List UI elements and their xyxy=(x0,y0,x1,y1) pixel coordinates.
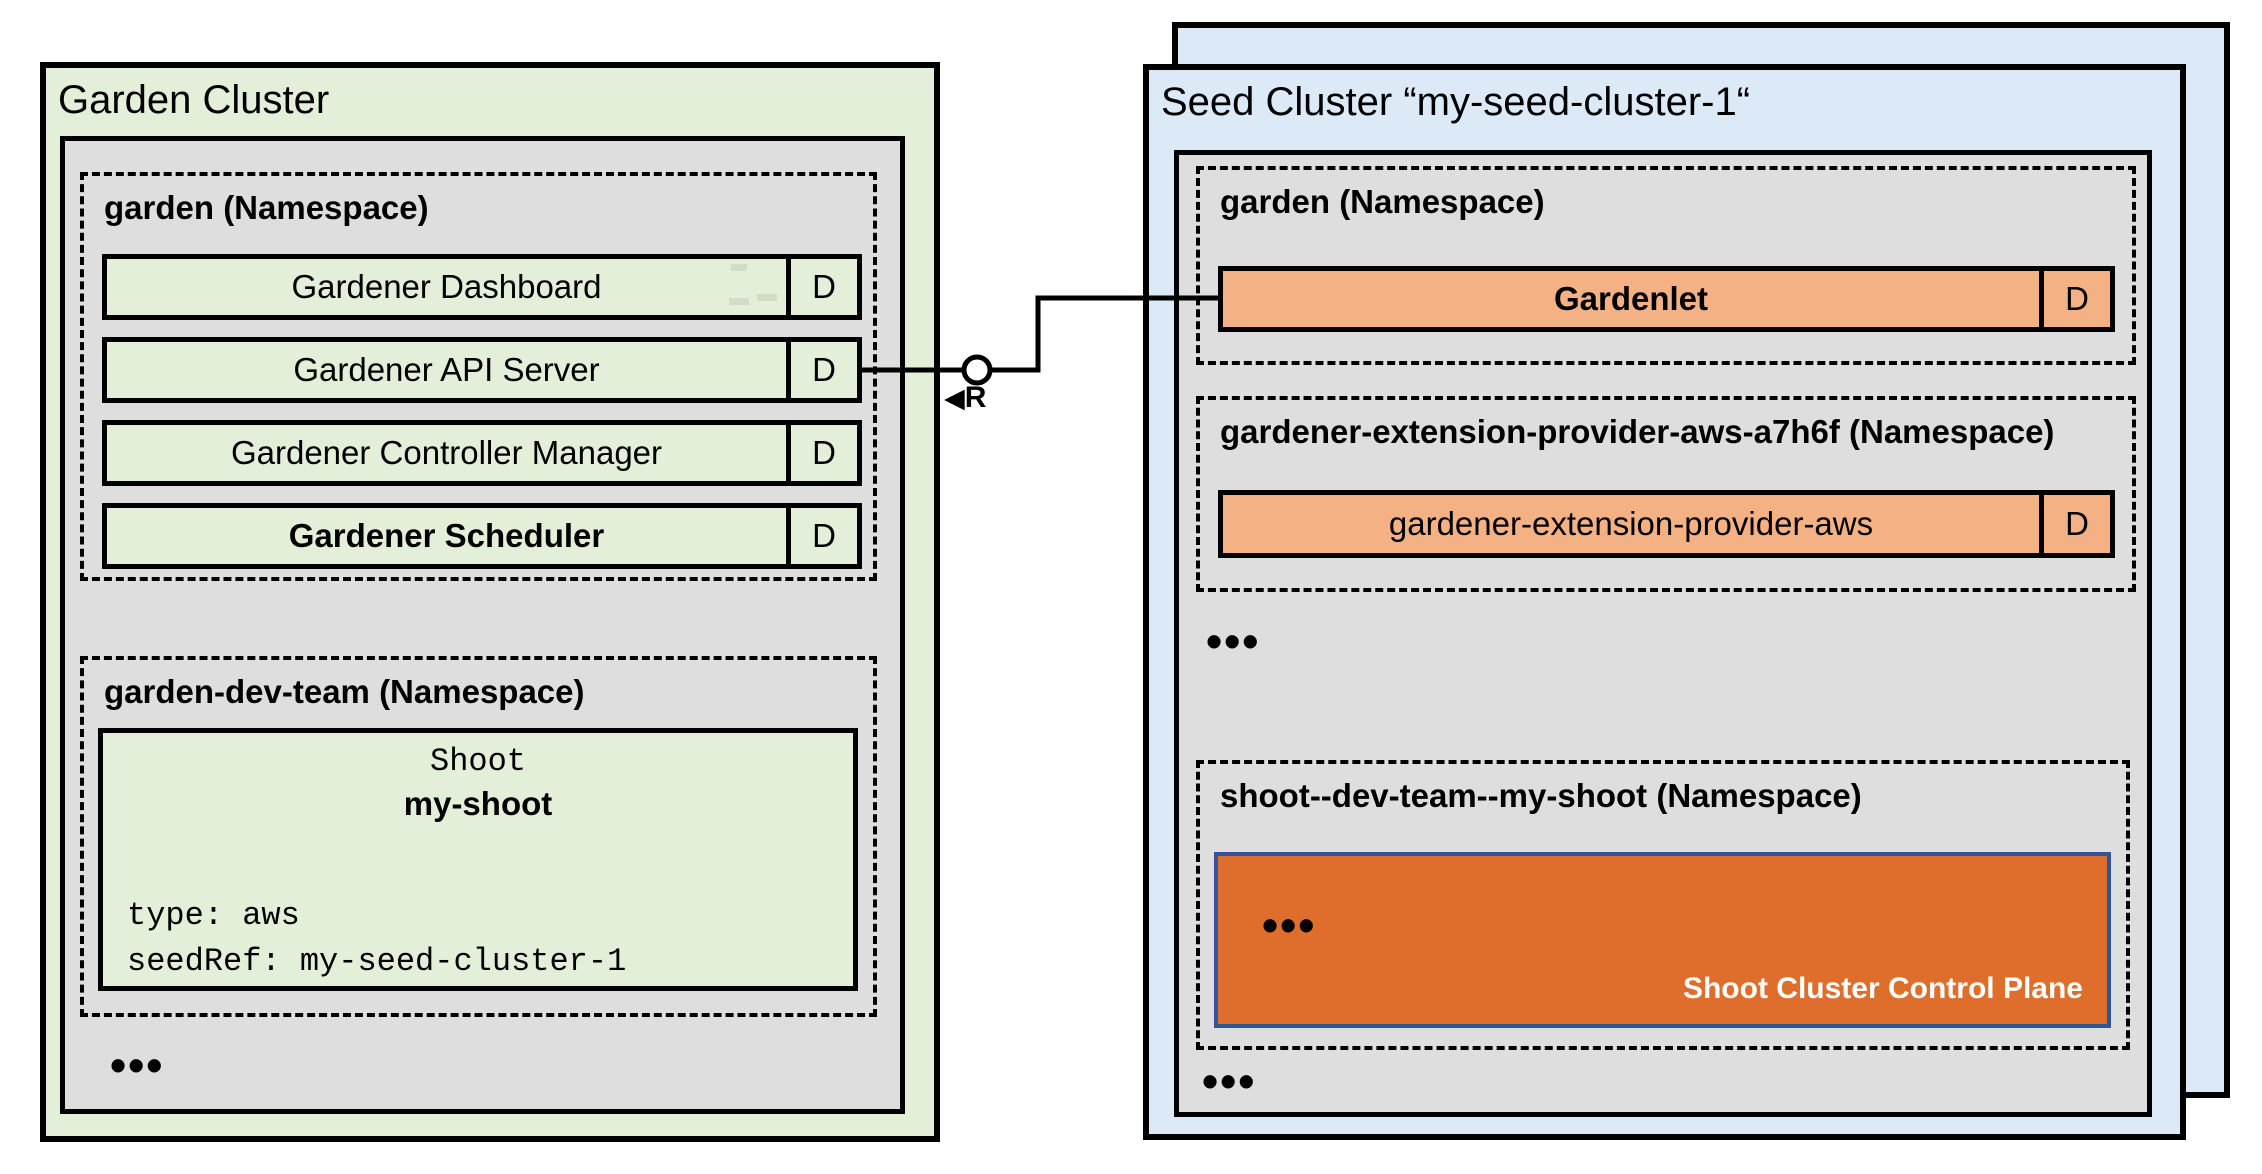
component-gardener-controller-manager-label: Gardener Controller Manager xyxy=(230,434,663,471)
shoot-cluster-control-plane-box: ••• Shoot Cluster Control Plane xyxy=(1214,852,2111,1028)
control-plane-label: Shoot Cluster Control Plane xyxy=(1682,972,2083,1005)
deployment-badge: D xyxy=(786,259,857,315)
render-artifact xyxy=(757,294,777,301)
component-gardener-scheduler: Gardener Scheduler D xyxy=(102,503,862,569)
render-artifact xyxy=(729,298,749,305)
connector-annotation: ◀R xyxy=(944,383,986,413)
component-gardener-controller-manager: Gardener Controller Manager D xyxy=(102,420,862,486)
namespace-garden xyxy=(80,172,877,581)
seed-cluster-title: Seed Cluster “my-seed-cluster-1“ xyxy=(1161,80,1751,124)
seed-ellipsis-middle: ••• xyxy=(1206,615,1261,667)
namespace-extension-provider xyxy=(1196,396,2136,592)
component-extension-provider-aws-label: gardener-extension-provider-aws xyxy=(1388,505,1874,542)
namespace-garden-dev-team xyxy=(80,656,877,1017)
deployment-badge: D xyxy=(786,342,857,398)
deployment-badge: D xyxy=(786,425,857,481)
namespace-seed-garden xyxy=(1196,166,2136,365)
render-artifact xyxy=(731,264,747,271)
connector-circle-endpoint xyxy=(961,354,993,386)
namespace-garden-title: garden (Namespace) xyxy=(104,189,429,226)
garden-ellipsis-bottom: ••• xyxy=(110,1039,165,1091)
component-gardener-dashboard: Gardener Dashboard D xyxy=(102,254,862,320)
component-gardenlet-label: Gardenlet xyxy=(1553,280,1709,317)
shoot-spec-type: type: aws xyxy=(127,897,300,934)
arrow-left-icon: ◀ xyxy=(944,382,965,413)
control-plane-ellipsis: ••• xyxy=(1262,899,1317,951)
component-gardener-scheduler-label: Gardener Scheduler xyxy=(288,517,605,554)
component-gardener-api-server: Gardener API Server D xyxy=(102,337,862,403)
component-gardener-api-server-label: Gardener API Server xyxy=(293,351,600,388)
component-gardener-dashboard-label: Gardener Dashboard xyxy=(291,268,602,305)
namespace-extension-provider-title: gardener-extension-provider-aws-a7h6f (N… xyxy=(1220,413,2055,450)
component-gardenlet: Gardenlet D xyxy=(1218,266,2115,332)
deployment-badge: D xyxy=(2039,495,2110,553)
component-extension-provider-aws: gardener-extension-provider-aws D xyxy=(1218,490,2115,558)
namespace-seed-garden-title: garden (Namespace) xyxy=(1220,183,1545,220)
deployment-badge: D xyxy=(786,508,857,564)
namespace-garden-dev-team-title: garden-dev-team (Namespace) xyxy=(104,673,585,710)
connector-relationship-label: R xyxy=(964,381,987,414)
seed-ellipsis-bottom: ••• xyxy=(1202,1055,1257,1107)
namespace-shoot-dev-team-my-shoot xyxy=(1196,760,2130,1050)
shoot-resource-kind: Shoot xyxy=(429,743,526,780)
shoot-resource-box: Shoot my-shoot type: aws seedRef: my-see… xyxy=(98,728,858,991)
namespace-shoot-dev-team-my-shoot-title: shoot--dev-team--my-shoot (Namespace) xyxy=(1220,777,1862,814)
garden-cluster-title: Garden Cluster xyxy=(58,78,330,122)
shoot-resource-name: my-shoot xyxy=(403,785,553,822)
shoot-spec-seedref: seedRef: my-seed-cluster-1 xyxy=(127,943,627,980)
deployment-badge: D xyxy=(2039,271,2110,327)
